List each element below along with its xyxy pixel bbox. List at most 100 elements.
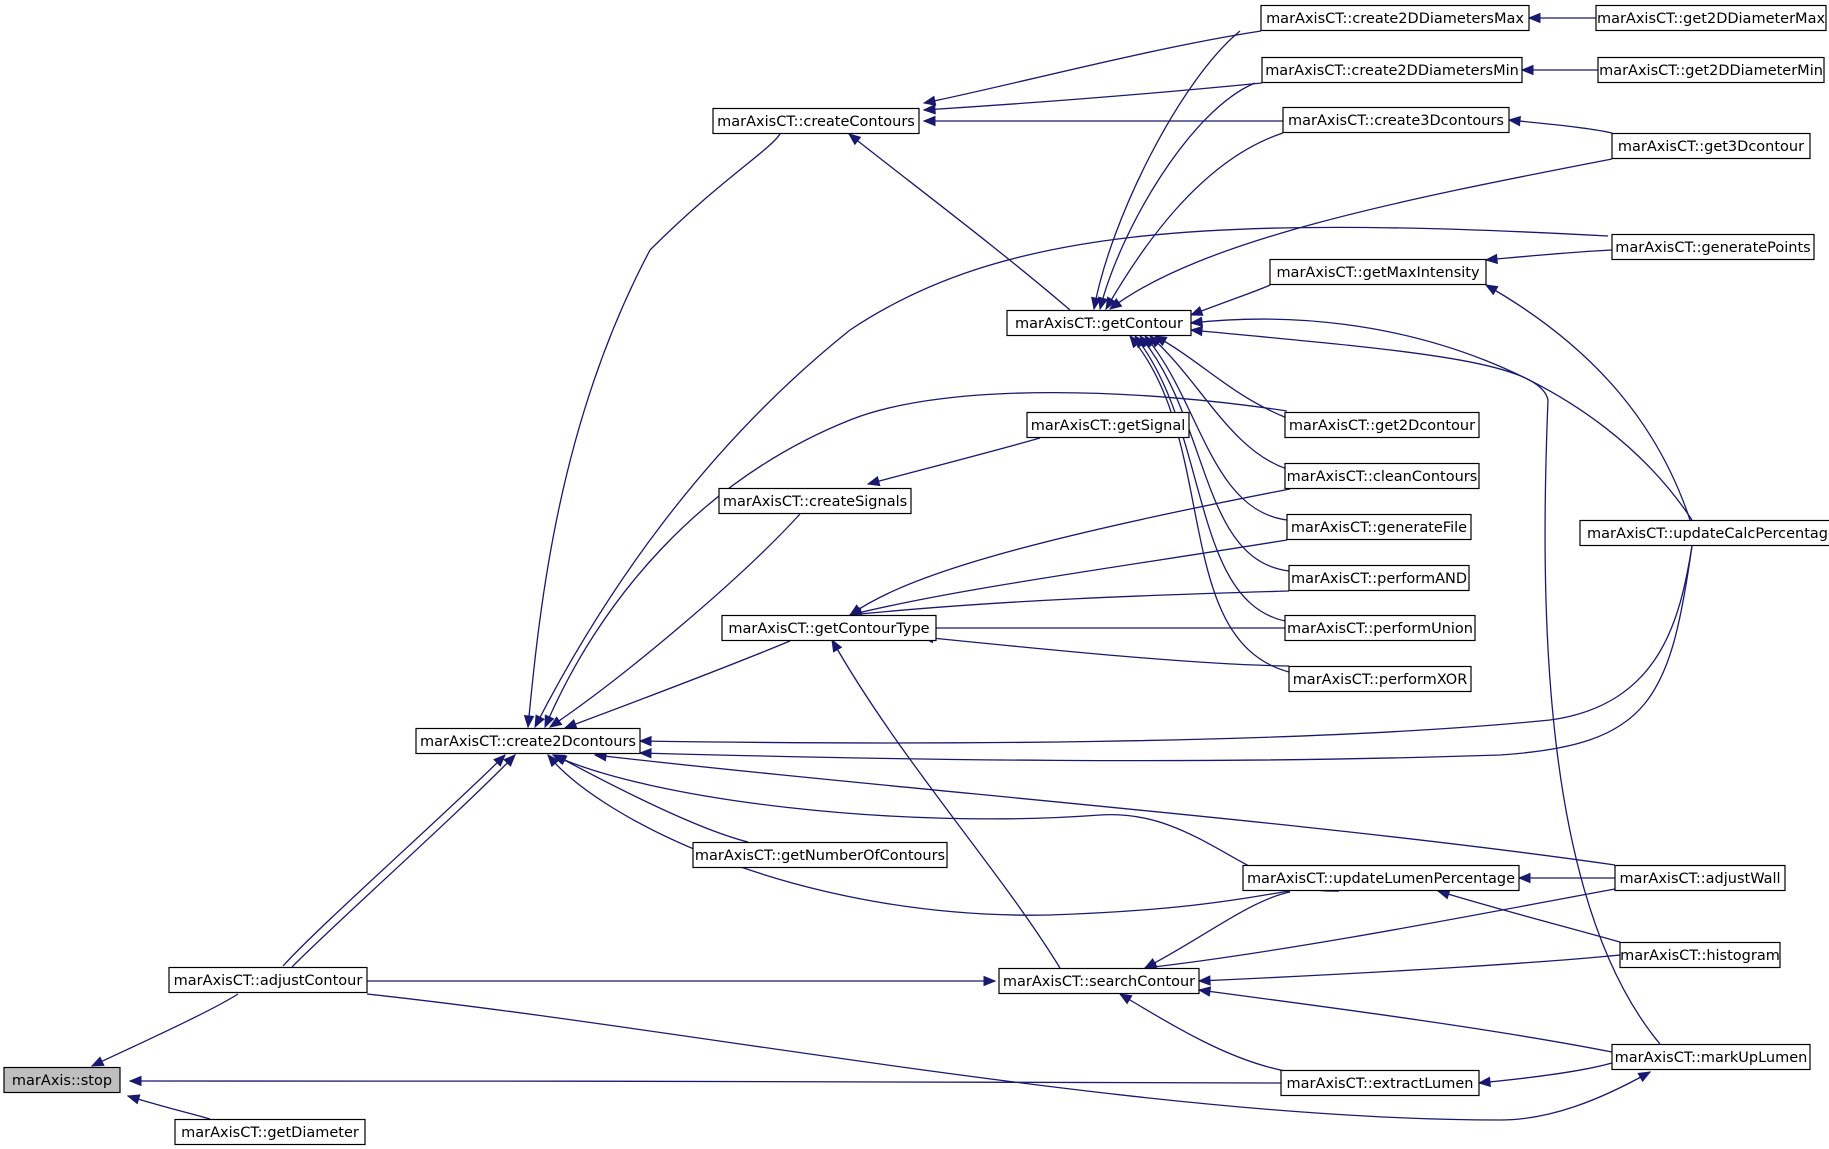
node-box[interactable] <box>1597 56 1825 84</box>
edge-getMaxIntensity-to-getContour <box>1189 284 1271 316</box>
node-getNumberOfContours[interactable]: marAxisCT::getNumberOfContours <box>692 841 948 869</box>
node-performAND[interactable]: marAxisCT::performAND <box>1288 564 1470 592</box>
edge-get3Dcontour-to-getContour <box>1108 158 1613 310</box>
node-stop[interactable]: marAxis::stop <box>3 1066 121 1094</box>
node-label: marAxisCT::performXOR <box>1293 672 1468 688</box>
node-create3Dcontours[interactable]: marAxisCT::create3Dcontours <box>1282 106 1510 134</box>
edge-line <box>552 754 1340 892</box>
node-label: marAxisCT::searchContour <box>1003 974 1195 990</box>
node-updateCalcPercentage[interactable]: marAxisCT::updateCalcPercentage <box>1579 519 1829 547</box>
node-box[interactable] <box>721 614 937 642</box>
edge-arrowhead <box>128 1075 142 1087</box>
node-adjustWall[interactable]: marAxisCT::adjustWall <box>1614 864 1786 892</box>
node-updateLumenPercentage[interactable]: marAxisCT::updateLumenPercentage <box>1242 864 1520 892</box>
edge-arrowhead <box>563 719 578 729</box>
node-box[interactable] <box>1006 309 1192 337</box>
node-box[interactable] <box>692 841 948 869</box>
node-create2DDiametersMin[interactable]: marAxisCT::create2DDiametersMin <box>1261 56 1523 84</box>
node-getContourType[interactable]: marAxisCT::getContourType <box>721 614 937 642</box>
node-box[interactable] <box>1284 411 1480 439</box>
node-getMaxIntensity[interactable]: marAxisCT::getMaxIntensity <box>1269 258 1487 286</box>
node-box[interactable] <box>1282 106 1510 134</box>
node-createContours[interactable]: marAxisCT::createContours <box>712 107 920 135</box>
node-box[interactable] <box>1280 1069 1480 1097</box>
node-box[interactable] <box>1284 614 1476 642</box>
edge-performAND-to-getContour <box>1139 334 1290 572</box>
edge-updateCalcPercentage-to-getContour <box>1189 316 1693 521</box>
node-performUnion[interactable]: marAxisCT::performUnion <box>1284 614 1476 642</box>
node-label: marAxisCT::adjustWall <box>1619 871 1780 887</box>
edge-generatePoints-to-create2Dcontours <box>534 226 1609 729</box>
node-box[interactable] <box>1595 4 1827 32</box>
node-cleanContours[interactable]: marAxisCT::cleanContours <box>1284 462 1480 490</box>
edge-create2DDiametersMax-to-getContour <box>1091 30 1241 311</box>
node-box[interactable] <box>1269 258 1487 286</box>
node-box[interactable] <box>1614 864 1786 892</box>
edge-line <box>849 488 1291 616</box>
node-generateFile[interactable]: marAxisCT::generateFile <box>1286 513 1472 541</box>
edge-line <box>1508 119 1613 134</box>
node-box[interactable] <box>712 107 920 135</box>
edge-create3Dcontours-to-createContours <box>922 115 1283 127</box>
edge-line <box>1478 1062 1613 1084</box>
node-getSignal[interactable]: marAxisCT::getSignal <box>1026 411 1190 439</box>
node-label: marAxisCT::create2DDiametersMax <box>1266 11 1524 27</box>
edge-get2Dcontour-to-getContour <box>1153 335 1288 419</box>
node-box[interactable] <box>1242 864 1520 892</box>
edge-arrowhead <box>922 104 936 115</box>
node-label: marAxisCT::getSignal <box>1031 418 1186 434</box>
node-get3Dcontour[interactable]: marAxisCT::get3Dcontour <box>1611 132 1811 160</box>
edge-create2DDiametersMin-to-getContour <box>1097 82 1256 311</box>
node-histogram[interactable]: marAxisCT::histogram <box>1619 941 1781 969</box>
node-markUpLumen[interactable]: marAxisCT::markUpLumen <box>1611 1043 1811 1071</box>
node-get2DDiameterMin[interactable]: marAxisCT::get2DDiameterMin <box>1597 56 1825 84</box>
node-box[interactable] <box>718 487 912 515</box>
node-create2DDiametersMax[interactable]: marAxisCT::create2DDiametersMax <box>1260 4 1530 32</box>
edge-createSignals-to-create2Dcontours <box>548 513 801 728</box>
node-label: marAxisCT::create3Dcontours <box>1288 113 1504 129</box>
node-box[interactable] <box>3 1066 121 1094</box>
node-box[interactable] <box>1261 56 1523 84</box>
node-box[interactable] <box>1286 513 1472 541</box>
node-searchContour[interactable]: marAxisCT::searchContour <box>998 967 1200 995</box>
edge-arrowhead <box>866 475 881 487</box>
node-label: marAxisCT::updateCalcPercentage <box>1587 526 1829 542</box>
edge-get2Dcontour-to-create2Dcontours <box>544 391 1288 729</box>
node-box[interactable] <box>1288 665 1472 693</box>
node-create2Dcontours[interactable]: marAxisCT::create2Dcontours <box>415 727 641 755</box>
node-box[interactable] <box>1611 1043 1811 1071</box>
node-box[interactable] <box>1579 519 1829 547</box>
node-box[interactable] <box>998 967 1200 995</box>
node-label: marAxisCT::get2DDiameterMax <box>1597 11 1826 27</box>
node-label: marAxisCT::get2Dcontour <box>1289 418 1475 434</box>
node-createSignals[interactable]: marAxisCT::createSignals <box>718 487 912 515</box>
node-adjustContour[interactable]: marAxisCT::adjustContour <box>168 966 368 994</box>
node-box[interactable] <box>1026 411 1190 439</box>
node-box[interactable] <box>415 727 641 755</box>
node-box[interactable] <box>1611 132 1811 160</box>
node-getContour[interactable]: marAxisCT::getContour <box>1006 309 1192 337</box>
node-get2DDiameterMax[interactable]: marAxisCT::get2DDiameterMax <box>1595 4 1827 32</box>
node-box[interactable] <box>1619 941 1781 969</box>
node-get2Dcontour[interactable]: marAxisCT::get2Dcontour <box>1284 411 1480 439</box>
node-label: marAxisCT::createContours <box>717 114 915 130</box>
node-getDiameter[interactable]: marAxisCT::getDiameter <box>174 1118 366 1146</box>
node-label: marAxisCT::getContour <box>1015 316 1183 332</box>
edge-arrowhead <box>983 975 997 987</box>
edge-create3Dcontours-to-getContour <box>1105 132 1284 311</box>
node-box[interactable] <box>168 966 368 994</box>
node-performXOR[interactable]: marAxisCT::performXOR <box>1288 665 1472 693</box>
node-label: marAxisCT::create2DDiametersMin <box>1265 63 1519 79</box>
node-extractLumen[interactable]: marAxisCT::extractLumen <box>1280 1069 1480 1097</box>
node-box[interactable] <box>1611 233 1815 261</box>
node-box[interactable] <box>174 1118 366 1146</box>
node-box[interactable] <box>1284 462 1480 490</box>
edge-arrowhead <box>638 735 652 747</box>
node-label: marAxisCT::create2Dcontours <box>420 734 636 750</box>
edge-arrowhead <box>503 754 516 767</box>
edge-line <box>594 754 1616 866</box>
edge-arrowhead <box>1520 64 1534 76</box>
node-box[interactable] <box>1288 564 1470 592</box>
node-generatePoints[interactable]: marAxisCT::generatePoints <box>1611 233 1815 261</box>
node-box[interactable] <box>1260 4 1530 32</box>
